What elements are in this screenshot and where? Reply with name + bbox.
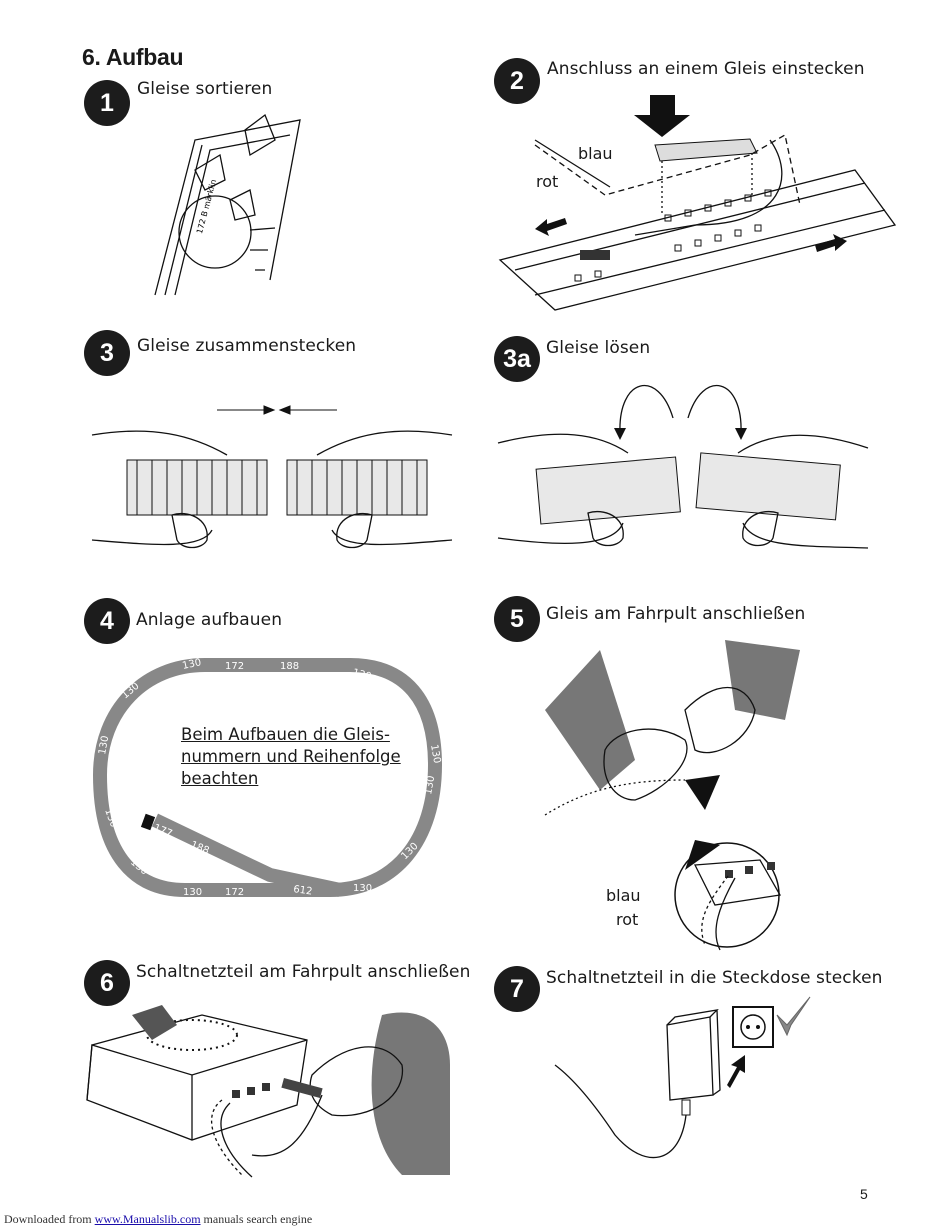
step-5-red-label: rot [616, 910, 639, 929]
step-1-title: Gleise sortieren [137, 79, 273, 99]
page-number: 5 [860, 1186, 868, 1202]
push-right-arrow-icon [217, 405, 276, 415]
layout-note-line: beachten [181, 769, 259, 788]
track-number: 130 [97, 735, 111, 756]
checkmark-icon [776, 996, 811, 1037]
controller-knob-icon [132, 1005, 177, 1040]
layout-note: Beim Aufbauen die Gleis- nummern und Rei… [181, 724, 401, 790]
step-7-number: 7 [494, 966, 540, 1012]
step-5-blue-label: blau [606, 886, 641, 905]
track-number: 130 [183, 887, 202, 898]
right-arrow-icon [815, 234, 847, 252]
step-5-number: 5 [494, 596, 540, 642]
track-number: 130 [181, 657, 202, 672]
step-2-illustration [498, 95, 897, 311]
step-7-title: Schaltnetzteil in die Steckdose stecken [546, 968, 883, 988]
step-6-illustration [86, 1005, 450, 1178]
step-6-title: Schaltnetzteil am Fahrpult anschließen [136, 962, 471, 982]
step-2-number: 2 [494, 58, 540, 104]
step-3-title: Gleise zusammenstecken [137, 336, 357, 356]
track-number: 130 [351, 667, 372, 683]
curved-arrow-left-icon [614, 428, 626, 440]
track-number: 172 [225, 887, 244, 898]
step-3a-illustration [497, 384, 869, 549]
step-1-track-label: 172 B märklin [195, 178, 218, 234]
step-1-number: 1 [84, 80, 130, 126]
wall-socket-icon [732, 1006, 774, 1048]
step-4-illustration: 130 172 188 130 130 130 130 130 130 130 … [92, 657, 442, 898]
step-2-blue-label: blau [578, 144, 613, 163]
step-2-red-label: rot [536, 172, 559, 191]
track-number: 130 [428, 744, 442, 765]
push-left-arrow-icon [278, 405, 337, 415]
step-4-title: Anlage aufbauen [136, 610, 283, 630]
plug-in-arrow-icon [727, 1055, 745, 1088]
step-3-illustration [91, 405, 453, 549]
push-down-arrow-icon [634, 95, 690, 137]
step-7-illustration [554, 996, 811, 1159]
left-arrow-icon [535, 218, 567, 236]
step-2-title: Anschluss an einem Gleis einstecken [547, 59, 865, 79]
footer-suffix: manuals search engine [200, 1212, 313, 1226]
curved-arrow-right-icon [735, 428, 747, 440]
step-3a-number: 3a [494, 336, 540, 382]
step-5-illustration [544, 640, 800, 951]
track-number: 188 [280, 661, 299, 672]
layout-note-line: nummern und Reihenfolge [181, 747, 401, 766]
step-1-illustration: 172 B märklin [154, 113, 301, 296]
track-number: 612 [293, 884, 313, 898]
step-6-number: 6 [84, 960, 130, 1006]
step-4-number: 4 [84, 598, 130, 644]
track-number: 130 [423, 775, 437, 796]
footer-prefix: Downloaded from [4, 1212, 95, 1226]
step-3-number: 3 [84, 330, 130, 376]
layout-note-line: Beim Aufbauen die Gleis- [181, 725, 390, 744]
step-3a-title: Gleise lösen [546, 338, 651, 358]
manualslib-link[interactable]: www.Manualslib.com [94, 1212, 201, 1226]
download-footer: Downloaded from www.Manualslib.com manua… [4, 1212, 312, 1227]
track-number: 172 [225, 661, 244, 672]
track-number: 130 [353, 883, 372, 894]
section-heading: 6. Aufbau [82, 44, 184, 70]
step-5-title: Gleis am Fahrpult anschließen [546, 604, 806, 624]
